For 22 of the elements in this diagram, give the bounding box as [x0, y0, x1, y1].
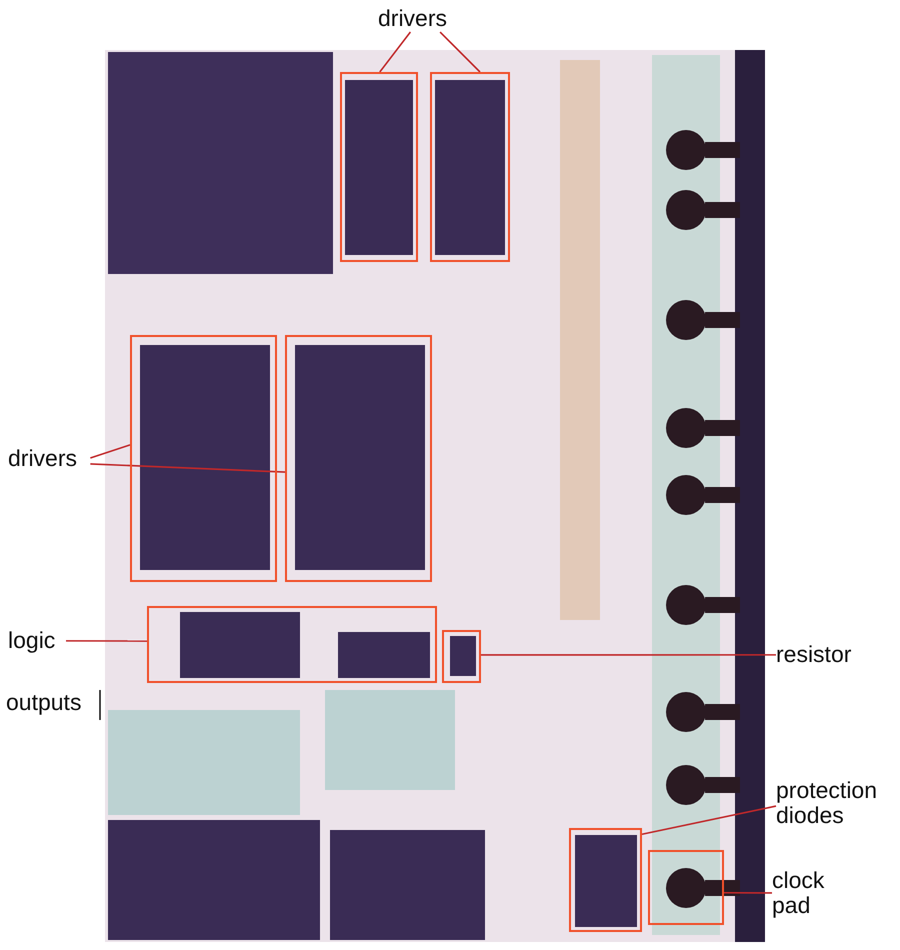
highlight-box [147, 606, 437, 683]
leader-line [440, 31, 481, 73]
leader-line [724, 892, 772, 894]
highlight-box [442, 630, 481, 683]
leader-line [90, 444, 130, 459]
highlight-box [340, 72, 418, 262]
callout-label: clock pad [772, 868, 842, 920]
leader-line [66, 640, 147, 642]
leader-line [481, 654, 776, 656]
callout-label: protection diodes [776, 778, 896, 830]
highlight-box [285, 335, 432, 582]
callout-label: drivers [8, 446, 92, 474]
callout-label: logic [8, 628, 66, 656]
callout-label: drivers [378, 6, 468, 34]
highlight-box [430, 72, 510, 262]
highlight-box [648, 850, 724, 925]
callout-label: resistor [776, 642, 876, 670]
outputs-label: outputs [6, 690, 82, 715]
highlight-box [130, 335, 277, 582]
leader-line [90, 463, 286, 473]
leader-line [379, 32, 412, 72]
highlight-box [569, 828, 642, 932]
